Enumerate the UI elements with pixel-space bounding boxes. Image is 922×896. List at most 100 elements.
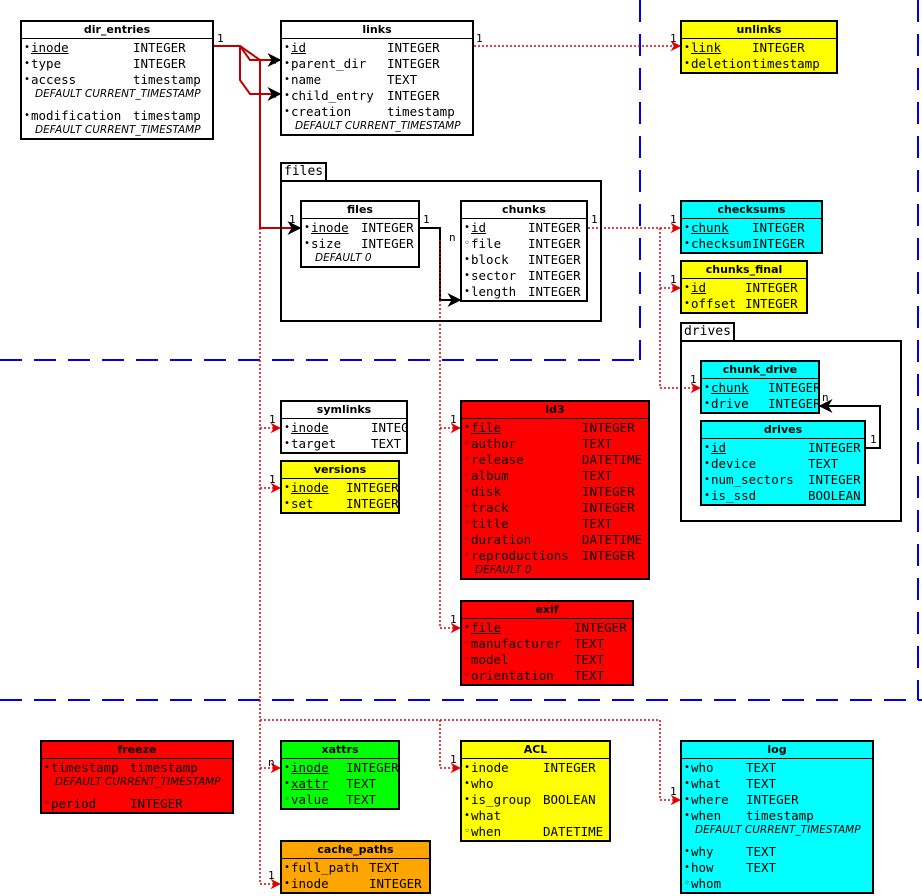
field-default: DEFAULT CURRENT_TIMESTAMP	[295, 120, 461, 132]
optional-bullet-icon: ◦	[464, 438, 471, 449]
field-name: inode	[291, 480, 329, 495]
field-type: TEXT	[746, 760, 777, 775]
field-name: creation	[291, 104, 352, 119]
field-name: num_sectors	[711, 472, 794, 487]
field-name: album	[471, 468, 509, 483]
relation-files-exif	[439, 428, 462, 634]
field-name: title	[471, 516, 509, 531]
field-name: what	[471, 808, 502, 823]
required-bullet-icon: •	[464, 794, 471, 805]
table-title: cache_paths	[282, 842, 429, 859]
cardinality-label: 1	[870, 433, 877, 446]
field-type: INTEGER	[371, 420, 408, 435]
required-bullet-icon: •	[284, 438, 291, 449]
required-bullet-icon: •	[704, 442, 711, 453]
required-bullet-icon: •	[704, 490, 711, 501]
optional-bullet-icon: ◦	[464, 454, 471, 465]
field-name: id	[471, 220, 487, 235]
field-type: INTEGER	[528, 284, 581, 299]
field-name: sector	[471, 268, 517, 283]
field-type: BOOLEAN	[543, 792, 596, 807]
required-bullet-icon: •	[464, 622, 471, 633]
required-bullet-icon: •	[24, 74, 31, 85]
required-bullet-icon: •	[684, 862, 691, 873]
field-name: who	[691, 760, 714, 775]
field-type: INTEGER	[582, 420, 635, 435]
field-default: DEFAULT CURRENT_TIMESTAMP	[35, 88, 201, 100]
required-bullet-icon: •	[304, 222, 311, 233]
table-title: ACL	[462, 742, 609, 759]
field-name: inode	[291, 760, 329, 775]
field-name: how	[691, 860, 714, 875]
field-name: when	[471, 824, 502, 839]
field-type: INTEGER	[752, 220, 805, 235]
field-name: deletion	[691, 56, 752, 71]
field-name: model	[471, 652, 509, 667]
field-type: INTEGER	[361, 220, 414, 235]
field-type: INTEGER	[752, 236, 805, 251]
field-name: is_ssd	[711, 488, 757, 503]
field-default: DEFAULT CURRENT_TIMESTAMP	[35, 124, 201, 136]
field-type: INTEGER	[528, 220, 581, 235]
field-type: TEXT	[371, 436, 402, 451]
field-name: reproductions	[471, 548, 569, 563]
field-type: timestamp	[752, 56, 820, 71]
field-type: timestamp	[130, 760, 198, 775]
table-title: drives	[702, 422, 864, 439]
field-name: drive	[711, 396, 749, 411]
field-type: INTEGER	[768, 380, 820, 395]
field-name: checksum	[691, 236, 752, 251]
field-name: track	[471, 500, 509, 515]
field-name: offset	[691, 296, 737, 311]
field-name: link	[691, 40, 722, 55]
table-title: files	[302, 202, 418, 219]
field-name: what	[691, 776, 722, 791]
field-type: TEXT	[574, 668, 605, 683]
field-name: id	[691, 280, 707, 295]
field-type: INTEGER	[346, 496, 399, 511]
field-type: TEXT	[574, 652, 605, 667]
field-row: •what	[462, 808, 609, 824]
field-type: INTEGER	[346, 760, 399, 775]
field-type: INTEGER	[387, 56, 440, 71]
relation-dir_entries-links-child	[239, 46, 282, 101]
table-title: log	[682, 742, 872, 759]
required-bullet-icon: •	[284, 42, 291, 53]
field-type: INTEGER	[130, 796, 183, 811]
